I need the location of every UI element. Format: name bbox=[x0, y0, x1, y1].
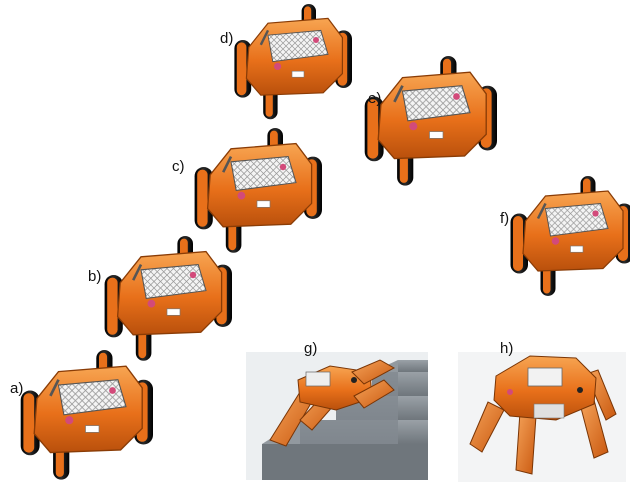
robot-h bbox=[458, 352, 626, 482]
robot-c bbox=[193, 126, 324, 255]
robot-e bbox=[363, 54, 499, 187]
label-h: h) bbox=[500, 340, 514, 357]
stairs-scene-g bbox=[246, 352, 428, 480]
label-b: b) bbox=[88, 268, 102, 285]
robot-a bbox=[19, 348, 155, 481]
label-d: d) bbox=[220, 30, 234, 47]
robot-f bbox=[509, 174, 630, 298]
robot-d bbox=[233, 2, 354, 121]
label-e: e) bbox=[368, 90, 382, 107]
robot-b bbox=[103, 234, 234, 363]
label-g: g) bbox=[304, 340, 318, 357]
label-f: f) bbox=[500, 210, 510, 227]
label-c: c) bbox=[172, 158, 185, 175]
label-a: a) bbox=[10, 380, 24, 397]
robot-g bbox=[269, 359, 396, 447]
